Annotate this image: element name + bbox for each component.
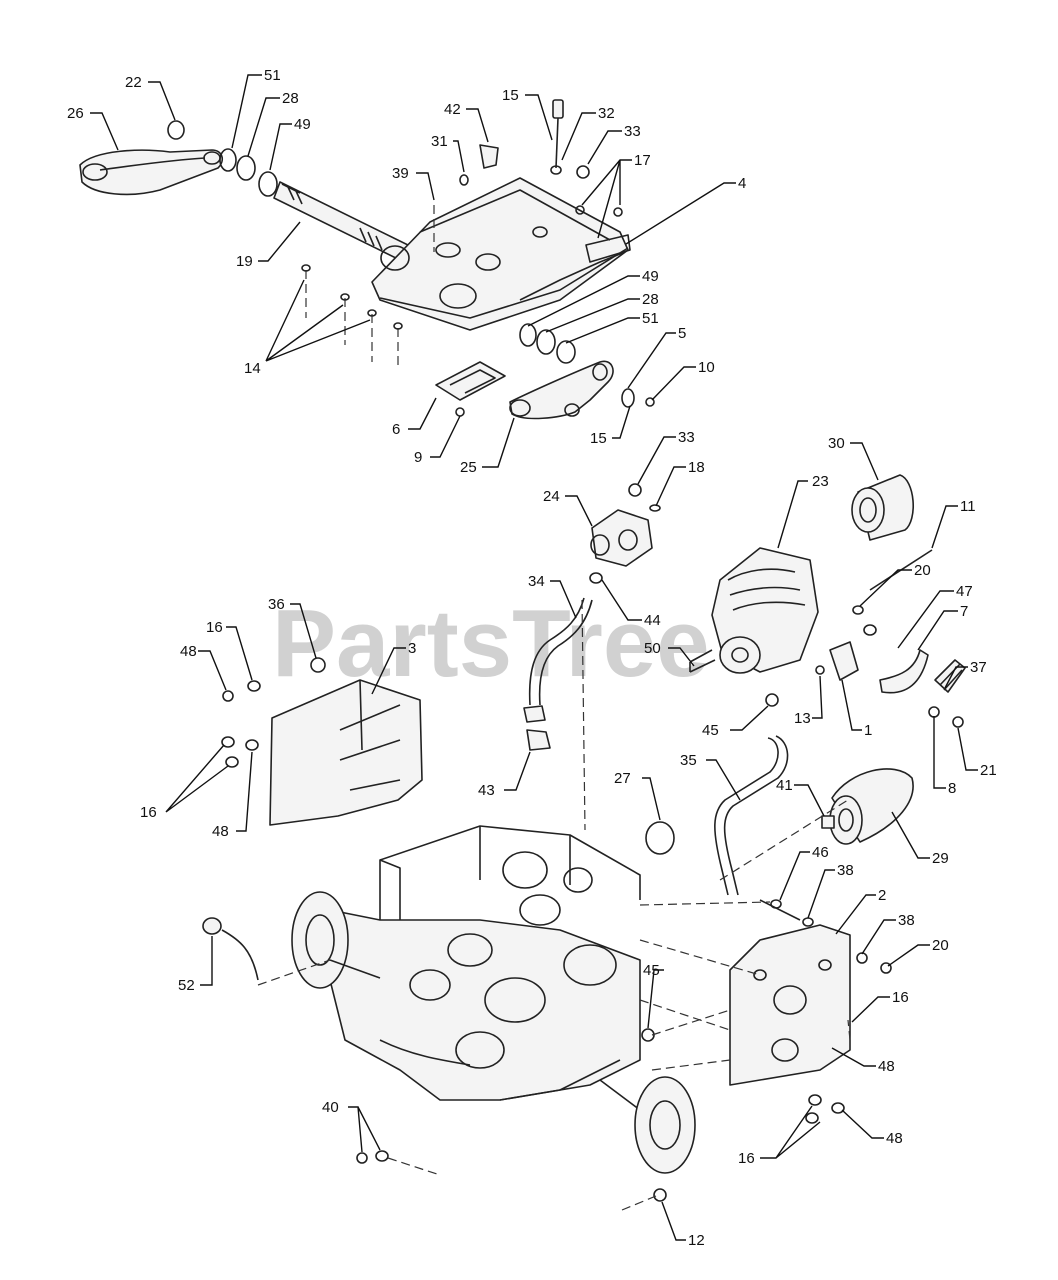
callout-3: 3: [408, 640, 416, 657]
callout-31: 31: [431, 133, 448, 150]
callout-32: 32: [598, 105, 615, 122]
callout-28: 28: [642, 291, 659, 308]
callout-9: 9: [414, 449, 422, 466]
callout-50: 50: [644, 640, 661, 657]
callout-39: 39: [392, 165, 409, 182]
left-plate-assembly: [221, 657, 423, 826]
callout-15: 15: [590, 430, 607, 447]
pump-filter-assembly: [523, 474, 966, 896]
watermark-text: PartsTree: [272, 590, 710, 697]
callout-18: 18: [688, 459, 705, 476]
callout-19: 19: [236, 253, 253, 270]
callout-25: 25: [460, 459, 477, 476]
callout-44: 44: [644, 612, 661, 629]
callout-41: 41: [776, 777, 793, 794]
callout-33: 33: [624, 123, 641, 140]
callout-45: 45: [702, 722, 719, 739]
callout-26: 26: [67, 105, 84, 122]
callout-30: 30: [828, 435, 845, 452]
callout-42: 42: [444, 101, 461, 118]
callout-33: 33: [678, 429, 695, 446]
callout-37: 37: [970, 659, 987, 676]
callout-23: 23: [812, 473, 829, 490]
callout-16: 16: [738, 1150, 755, 1167]
leader-lines: [90, 74, 978, 1241]
callout-38: 38: [898, 912, 915, 929]
callout-49: 49: [294, 116, 311, 133]
callout-48: 48: [886, 1130, 903, 1147]
callout-35: 35: [680, 752, 697, 769]
callout-12: 12: [688, 1232, 705, 1249]
callout-21: 21: [980, 762, 997, 779]
callout-labels: 22 26 51 28 49 42 15 32 31 33 39 17 4 19…: [67, 67, 997, 1249]
upper-assembly: [79, 99, 655, 420]
callout-48: 48: [878, 1058, 895, 1075]
callout-4: 4: [738, 175, 746, 192]
callout-34: 34: [528, 573, 545, 590]
callout-47: 47: [956, 583, 973, 600]
callout-5: 5: [678, 325, 686, 342]
callout-8: 8: [948, 780, 956, 797]
callout-51: 51: [642, 310, 659, 327]
alignment-lines: [581, 599, 851, 1071]
callout-1: 1: [864, 722, 872, 739]
callout-22: 22: [125, 74, 142, 91]
callout-28: 28: [282, 90, 299, 107]
main-housing: [202, 825, 696, 1211]
callout-16: 16: [140, 804, 157, 821]
callout-40: 40: [322, 1099, 339, 1116]
callout-7: 7: [960, 603, 968, 620]
callout-43: 43: [478, 782, 495, 799]
callout-36: 36: [268, 596, 285, 613]
callout-14: 14: [244, 360, 261, 377]
callout-13: 13: [794, 710, 811, 727]
callout-48: 48: [180, 643, 197, 660]
callout-17: 17: [634, 152, 651, 169]
callout-15: 15: [502, 87, 519, 104]
callout-52: 52: [178, 977, 195, 994]
callout-29: 29: [932, 850, 949, 867]
callout-20: 20: [932, 937, 949, 954]
callout-51: 51: [264, 67, 281, 84]
callout-16: 16: [206, 619, 223, 636]
callout-2: 2: [878, 887, 886, 904]
callout-46: 46: [812, 844, 829, 861]
callout-6: 6: [392, 421, 400, 438]
callout-38: 38: [837, 862, 854, 879]
callout-11: 11: [960, 498, 976, 515]
callout-16: 16: [892, 989, 909, 1006]
callout-27: 27: [614, 770, 631, 787]
callout-24: 24: [543, 488, 560, 505]
callout-49: 49: [642, 268, 659, 285]
callout-45: 45: [643, 962, 660, 979]
right-cover-plate: [641, 899, 892, 1124]
callout-10: 10: [698, 359, 715, 376]
callout-48: 48: [212, 823, 229, 840]
callout-20: 20: [914, 562, 931, 579]
